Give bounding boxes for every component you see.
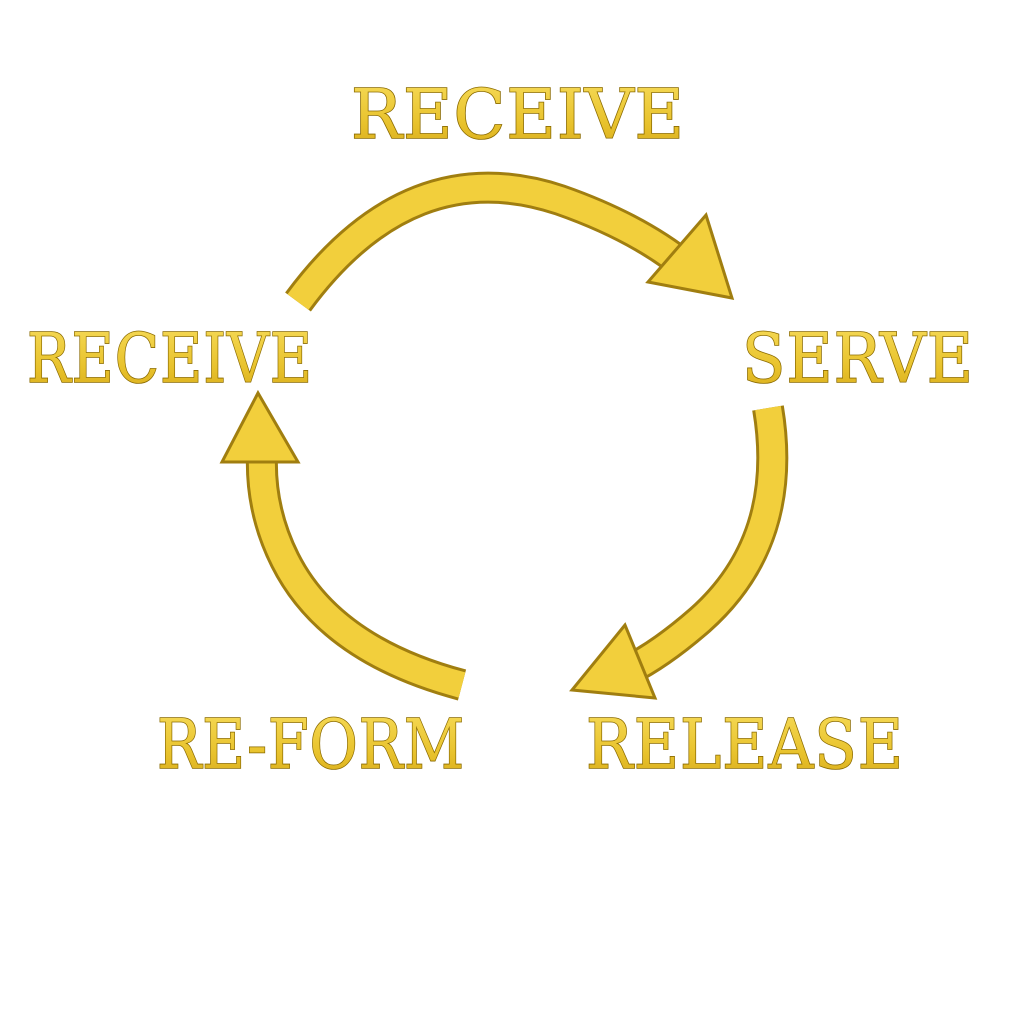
arrowhead [645,211,735,300]
label-release: RELEASE [586,706,904,785]
arrow-serve-to-release [569,405,789,700]
arrowhead [219,389,301,464]
label-receive-top: RECEIVE [351,76,685,155]
label-re-form: RE-FORM [157,706,465,785]
label-receive-left: RECEIVE [27,320,313,399]
arrowhead [569,622,658,700]
label-serve: SERVE [742,320,974,399]
arrow-receive-to-serve [285,171,735,312]
arrow-reform-to-receive [219,389,467,701]
